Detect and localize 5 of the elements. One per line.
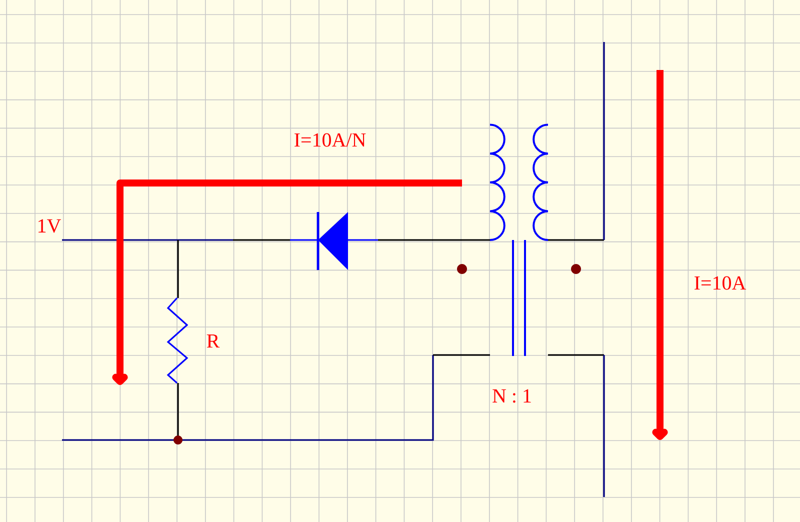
circuit-label: 1V [38,219,61,233]
circuit-label: I=10A [694,276,746,290]
circuit-label: I=10A/N [294,133,366,147]
circuit-label: N : 1 [492,389,531,403]
circuit-label: R [206,334,220,348]
